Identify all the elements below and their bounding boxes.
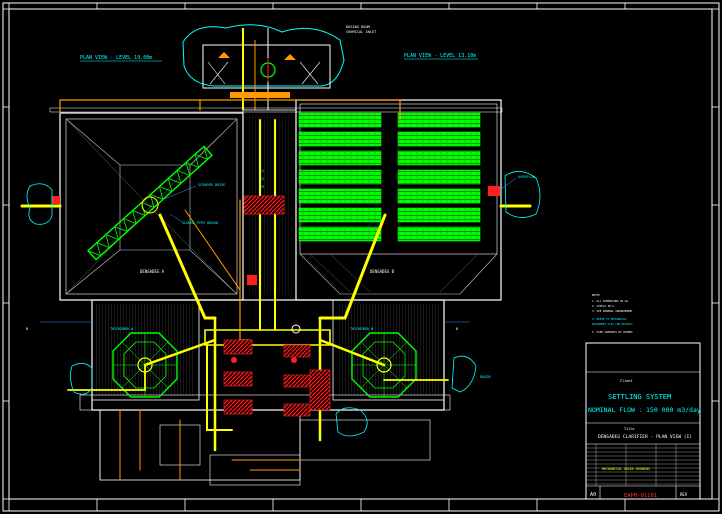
lamella-module xyxy=(397,150,481,166)
basin-left-label: DENSADEG A xyxy=(140,269,165,274)
settling-basin-right: DENSADEG B xyxy=(295,99,502,301)
svg-text:OVERFLOW: OVERFLOW xyxy=(518,175,536,179)
svg-text:SLUDGE PIPE DN200: SLUDGE PIPE DN200 xyxy=(182,221,218,225)
callout-text: SCRAPER DRIVE SLUDGE PIPE DN200 OVERFLOW… xyxy=(26,169,536,379)
lamella-modules-right xyxy=(397,112,481,242)
lamella-module xyxy=(298,226,382,242)
frame-grid-ticks xyxy=(3,3,719,511)
svg-text:THICKENER A: THICKENER A xyxy=(110,327,134,331)
lamella-modules-left xyxy=(298,112,382,242)
svg-text:DRAIN: DRAIN xyxy=(480,375,491,379)
lamella-module xyxy=(298,131,382,147)
leader-lines xyxy=(40,177,517,323)
nominal-flow-value: 150 000 m3/day xyxy=(646,406,701,414)
svg-text:NOTES: NOTES xyxy=(592,293,600,297)
svg-text:Title: Title xyxy=(624,427,635,431)
table-heading: MECHANICAL GUIDE DRAWING xyxy=(602,467,650,471)
svg-text:B: B xyxy=(26,327,28,331)
svg-text:4. REFER TO MECHANICAL: 4. REFER TO MECHANICAL xyxy=(592,317,627,321)
revision-clouds xyxy=(26,171,541,437)
svg-text:THICKENER B: THICKENER B xyxy=(350,327,373,331)
svg-text:3. SEE GENERAL ARRANGEMENT: 3. SEE GENERAL ARRANGEMENT xyxy=(592,309,633,313)
inlet-structure: DOSING ROOM CHEMICAL INLET xyxy=(182,24,377,110)
lamella-module xyxy=(298,150,382,166)
lower-structure xyxy=(79,299,451,486)
revision-table xyxy=(586,444,700,486)
sludge-piping xyxy=(20,99,532,481)
svg-text:CHEMICAL INLET: CHEMICAL INLET xyxy=(346,30,377,34)
svg-text:V3: V3 xyxy=(260,185,264,189)
svg-text:DOSING ROOM: DOSING ROOM xyxy=(346,25,371,29)
view-title-right: PLAN VIEW - LEVEL 13.10m xyxy=(404,53,476,59)
drawing-title: DENSADEG CLARIFIER - PLAN VIEW (I) xyxy=(598,434,692,440)
lamella-module xyxy=(397,131,481,147)
svg-text:1. ALL DIMENSIONS IN mm: 1. ALL DIMENSIONS IN mm xyxy=(592,299,628,303)
view-title-left: PLAN VIEW - LEVEL 19.00m xyxy=(80,55,152,61)
lamella-module xyxy=(397,207,481,223)
svg-text:Client: Client xyxy=(620,379,633,383)
general-notes: NOTES 1. ALL DIMENSIONS IN mm 2. LEVELS … xyxy=(592,293,633,334)
svg-text:EQUIPMENT LIST FOR DETAILS: EQUIPMENT LIST FOR DETAILS xyxy=(592,322,633,326)
basin-right-label: DENSADEG B xyxy=(370,269,395,274)
lamella-module xyxy=(397,226,481,242)
svg-text:REV: REV xyxy=(680,492,688,497)
lamella-module xyxy=(298,169,382,185)
svg-text:2. LEVELS IN m: 2. LEVELS IN m xyxy=(592,304,614,308)
lamella-module xyxy=(397,169,481,185)
drawing-number: EAPH-01101 xyxy=(624,493,657,499)
title-block: Client SETTLING SYSTEM NOMINAL FLOW : 15… xyxy=(585,342,701,500)
nominal-flow-label: NOMINAL FLOW : xyxy=(588,406,643,414)
sheet-size: A0 xyxy=(590,492,596,498)
svg-text:SCRAPER DRIVE: SCRAPER DRIVE xyxy=(198,183,225,187)
svg-text:V1: V1 xyxy=(260,169,264,173)
svg-text:5. PIPE SUPPORTS BY OTHERS: 5. PIPE SUPPORTS BY OTHERS xyxy=(592,330,633,334)
svg-text:V2: V2 xyxy=(260,177,264,181)
system-title: SETTLING SYSTEM xyxy=(608,393,671,401)
lamella-module xyxy=(298,112,382,128)
lamella-module xyxy=(397,112,481,128)
view-titles: PLAN VIEW - LEVEL 19.00m PLAN VIEW - LEV… xyxy=(80,53,478,62)
lamella-module xyxy=(298,207,382,223)
pumps-and-valves xyxy=(52,186,500,417)
svg-text:B: B xyxy=(456,327,458,331)
lamella-module xyxy=(397,188,481,204)
scraper-bridge xyxy=(87,145,213,261)
lamella-module xyxy=(298,188,382,204)
